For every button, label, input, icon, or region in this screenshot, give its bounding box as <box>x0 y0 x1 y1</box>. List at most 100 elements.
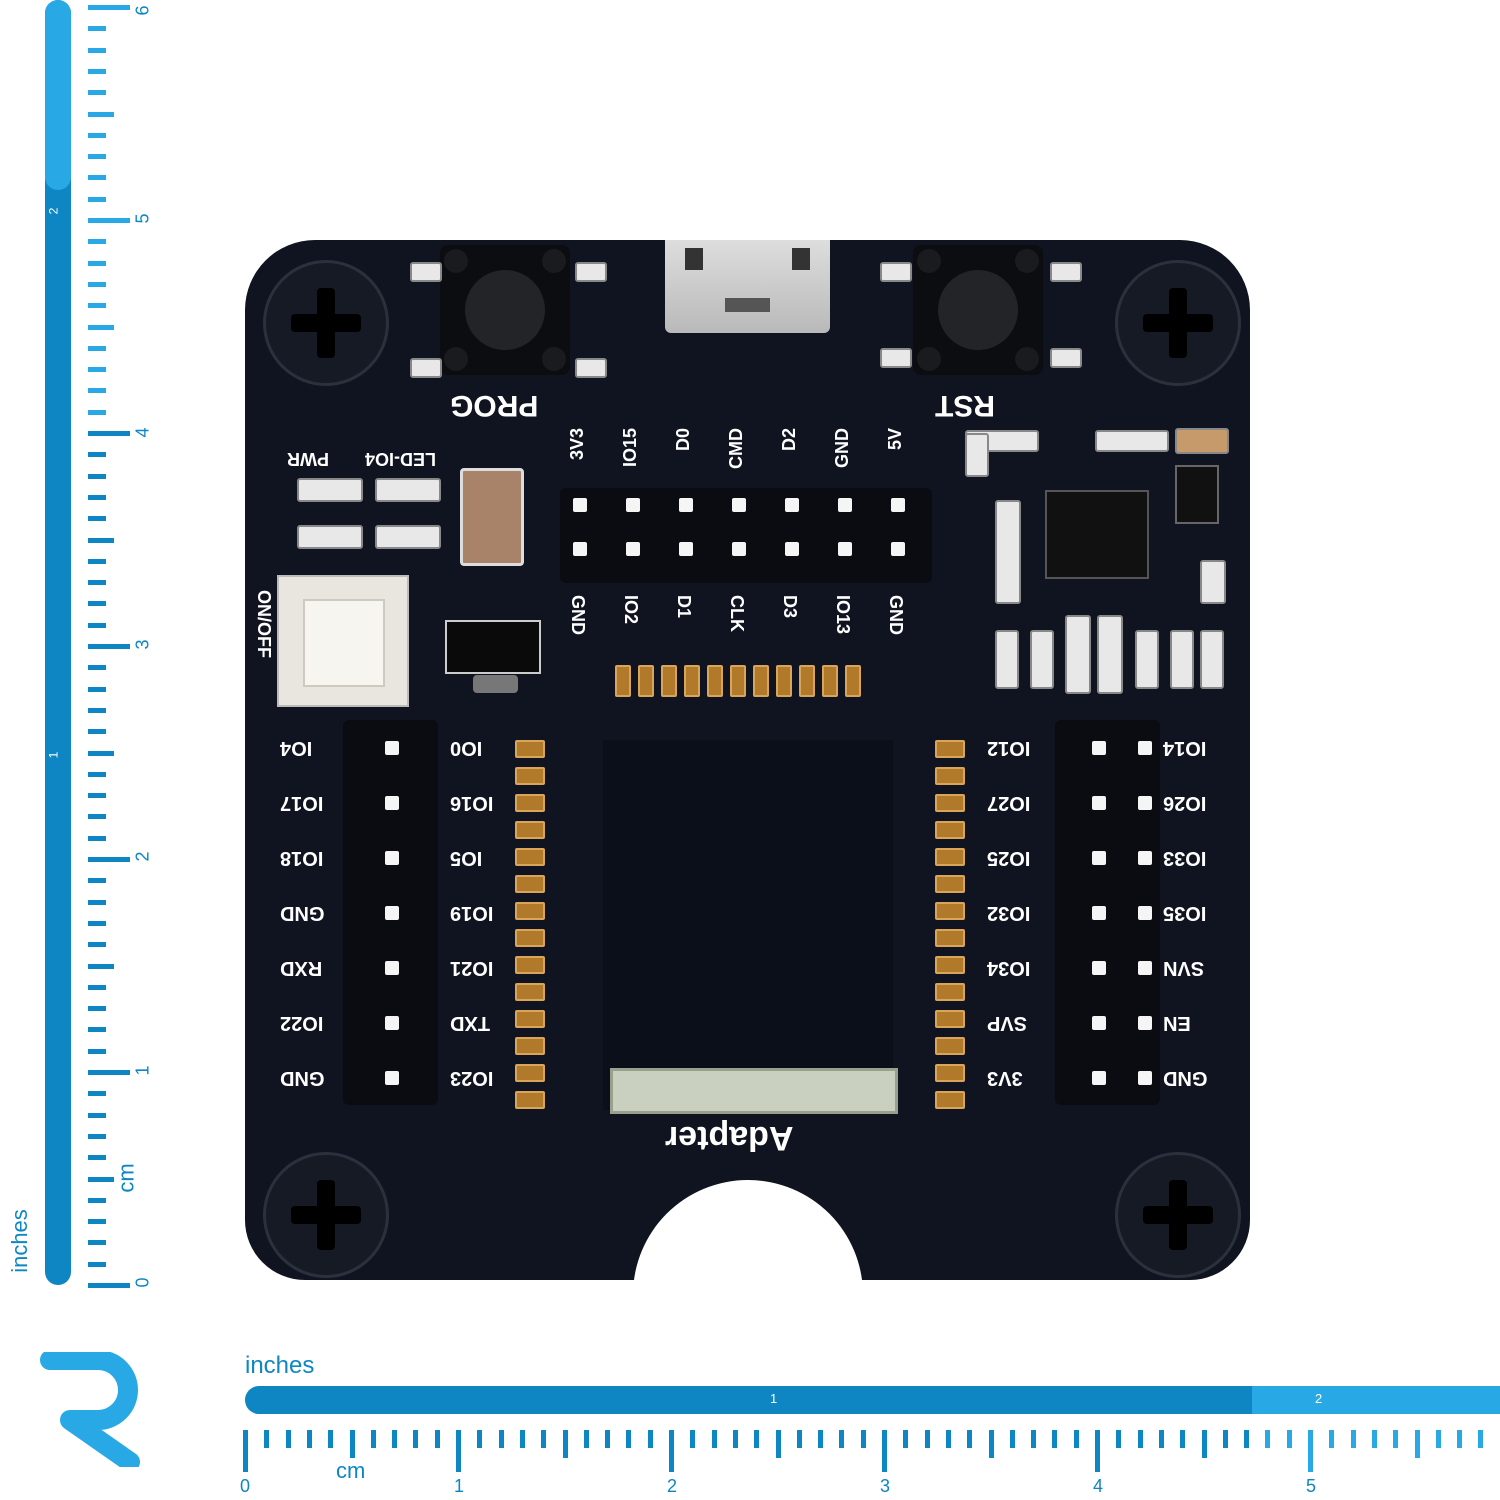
header-pin <box>626 498 640 512</box>
gold-pad <box>935 983 965 1001</box>
header-pin <box>385 1071 399 1085</box>
gold-pad <box>515 875 545 893</box>
smd-component <box>1175 428 1229 454</box>
ruler-tick <box>88 90 106 96</box>
ruler-tick <box>349 1430 355 1458</box>
rst-button[interactable] <box>913 245 1043 375</box>
ruler-tick <box>88 196 106 202</box>
ruler-tick <box>1009 1430 1015 1448</box>
header-pin <box>1092 851 1106 865</box>
ruler-tick <box>88 1261 106 1267</box>
ruler-tick <box>839 1430 845 1448</box>
left-ruler-inches-unit: inches <box>6 1209 32 1273</box>
ruler-tick <box>88 218 130 223</box>
ruler-tick <box>88 1197 106 1203</box>
ruler-tick <box>88 984 106 990</box>
header-pin <box>891 542 905 556</box>
header-pin <box>1138 741 1152 755</box>
header-pin <box>1092 741 1106 755</box>
screw-icon <box>263 1152 389 1278</box>
smd-component <box>1200 560 1226 604</box>
ruler-tick <box>711 1430 717 1448</box>
ruler-tick <box>88 1176 114 1182</box>
right-outer-pin-label: IO26 <box>1163 792 1207 814</box>
ruler-tick <box>88 409 106 415</box>
ruler-tick <box>88 558 106 564</box>
ruler-tick <box>88 729 106 735</box>
prog-button[interactable] <box>440 245 570 375</box>
ruler-tick <box>1350 1430 1356 1448</box>
gold-pad <box>935 1064 965 1082</box>
ruler-tick <box>88 771 106 777</box>
top-pin-header <box>560 488 932 583</box>
ruler-tick <box>1137 1430 1143 1448</box>
bottom-ruler-cm-3: 3 <box>880 1476 891 1496</box>
header-pin <box>1138 1016 1152 1030</box>
ruler-tick <box>796 1430 802 1448</box>
pwr-label: PWR <box>287 449 329 469</box>
gold-pad <box>753 665 769 697</box>
ruler-tick <box>626 1430 632 1448</box>
smd-component <box>1095 430 1169 452</box>
gold-pad <box>638 665 654 697</box>
gold-pad <box>935 902 965 920</box>
ruler-tick <box>1031 1430 1037 1448</box>
left-outer-pin-label: GND <box>280 902 325 924</box>
ruler-tick <box>88 899 106 905</box>
ruler-tick <box>88 239 106 245</box>
on-off-switch[interactable] <box>277 575 409 707</box>
left-ruler-cm-1: 1 <box>132 1065 153 1076</box>
gold-pad <box>935 956 965 974</box>
board-notch <box>633 1180 863 1280</box>
r-logo-icon <box>40 1352 140 1467</box>
left-ruler-cm-5: 5 <box>132 213 153 224</box>
ruler-tick <box>88 750 114 756</box>
left-ruler-cm-unit: cm <box>113 1163 139 1193</box>
header-pin <box>1092 906 1106 920</box>
ruler-tick <box>88 1283 130 1288</box>
prog-label: PROG <box>450 389 539 422</box>
header-pin <box>838 498 852 512</box>
ruler-tick <box>88 345 106 351</box>
gold-pad <box>935 929 965 947</box>
header-pin <box>838 542 852 556</box>
smd-component <box>1170 630 1194 689</box>
ruler-tick <box>1244 1430 1250 1448</box>
ruler-tick <box>328 1430 334 1448</box>
left-ruler-inch-2: 2 <box>46 207 61 215</box>
top-pin-label: D0 <box>673 428 693 452</box>
header-pin <box>385 1016 399 1030</box>
bottom-pin-label: IO2 <box>621 595 641 625</box>
ruler-tick <box>434 1430 440 1448</box>
smd-component <box>880 262 912 282</box>
header-pin <box>626 542 640 556</box>
ruler-tick <box>264 1430 270 1448</box>
ruler-tick <box>88 154 106 160</box>
gold-pad <box>935 875 965 893</box>
gold-pad <box>776 665 792 697</box>
bottom-ruler-cm-unit: cm <box>336 1458 366 1483</box>
header-pin <box>385 851 399 865</box>
header-pin <box>891 498 905 512</box>
ruler-tick <box>88 1048 106 1054</box>
ruler-tick <box>88 601 106 607</box>
right-inner-pin-label: IO32 <box>987 902 1031 924</box>
ruler-tick <box>754 1430 760 1448</box>
ruler-tick <box>88 132 106 138</box>
gold-pad <box>515 1064 545 1082</box>
ruler-tick <box>88 431 130 436</box>
header-pin <box>573 498 587 512</box>
gold-pad <box>515 794 545 812</box>
ruler-tick <box>519 1430 525 1448</box>
resistor-smd <box>375 525 441 549</box>
ruler-tick <box>775 1430 781 1458</box>
bottom-ruler-cm-0: 0 <box>240 1476 251 1496</box>
ruler-tick <box>1095 1430 1100 1472</box>
ruler-tick <box>88 303 106 309</box>
ruler-tick <box>690 1430 696 1448</box>
ruler-tick <box>732 1430 738 1448</box>
usb-connector-icon <box>665 240 830 333</box>
left-ruler-cm-6: 6 <box>132 5 153 16</box>
ruler-tick <box>88 1133 106 1139</box>
header-pin <box>1092 1016 1106 1030</box>
